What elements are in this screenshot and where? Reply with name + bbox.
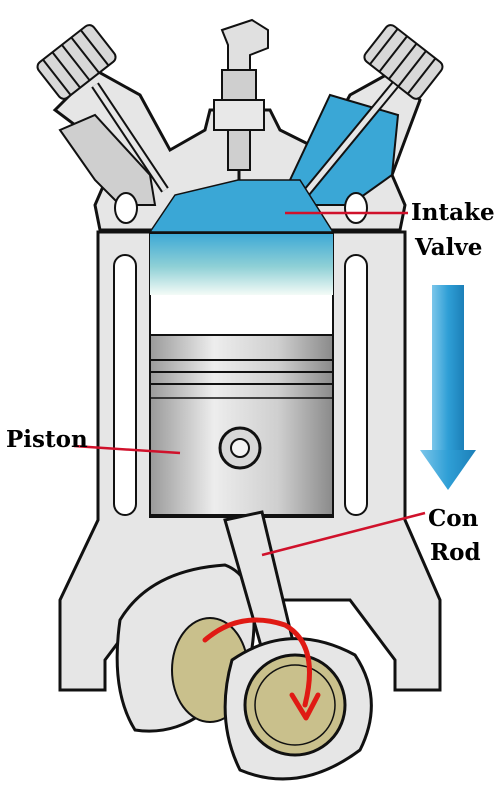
piston-leader <box>73 444 181 455</box>
intake-charge <box>150 232 333 295</box>
exhaust-valve-spring <box>36 24 117 100</box>
spark-plug <box>213 18 269 182</box>
intake-valve-label-line2: Valve <box>415 234 483 261</box>
con-rod-label-line1: Con <box>428 505 479 532</box>
piston <box>149 334 334 516</box>
exhaust-valve <box>91 82 169 193</box>
piston-label: Piston <box>6 426 88 453</box>
con-rod-label-line2: Rod <box>430 539 481 566</box>
intake-valve-spring <box>363 24 444 100</box>
down-arrow-icon <box>420 285 476 490</box>
clockwise-arrow-icon <box>202 617 321 721</box>
con-rod-leader <box>261 511 426 557</box>
intake-valve-label-line1: Intake <box>411 199 495 226</box>
